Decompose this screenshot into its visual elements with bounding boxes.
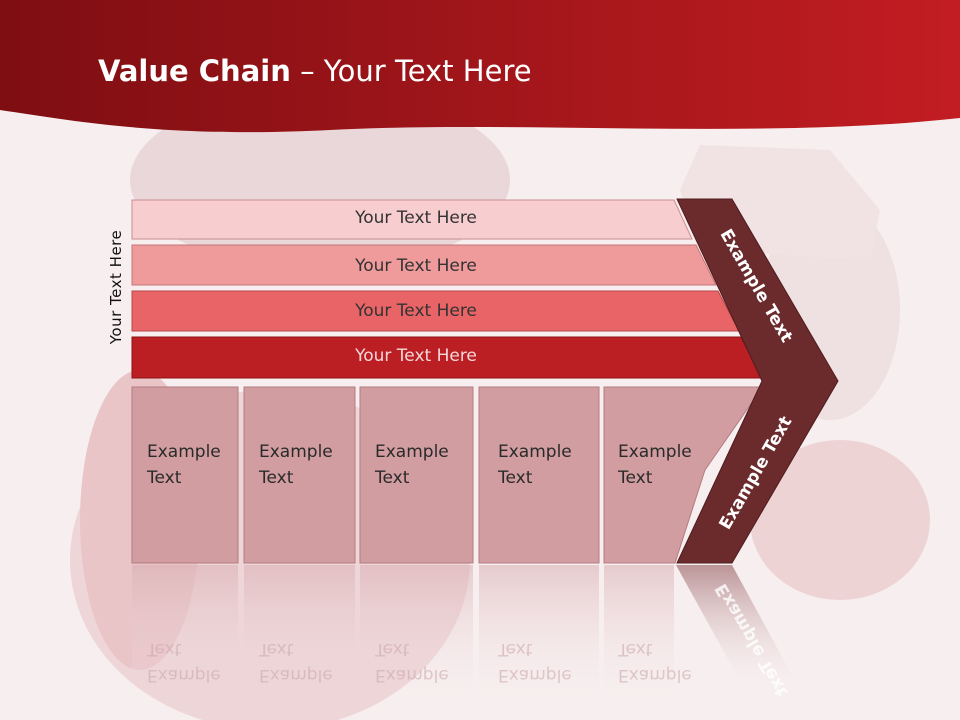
cell-2 — [243, 386, 356, 564]
slide-title: Value Chain – Your Text Here — [98, 54, 532, 88]
bar-2 — [131, 244, 717, 286]
title-rest: – Your Text Here — [290, 54, 532, 88]
bar-1 — [131, 199, 693, 240]
bar-3-label: Your Text Here — [355, 301, 477, 321]
header-band — [0, 0, 960, 133]
bar-2-label: Your Text Here — [355, 256, 477, 276]
title-bold: Value Chain — [98, 54, 291, 88]
value-chevron — [676, 198, 839, 564]
cell-4 — [478, 386, 600, 564]
cell-3 — [359, 386, 474, 564]
side-label: Your Text Here — [107, 229, 125, 345]
bar-4-label: Your Text Here — [355, 346, 477, 366]
bar-1-label: Your Text Here — [355, 208, 477, 228]
cell-1 — [131, 386, 239, 564]
